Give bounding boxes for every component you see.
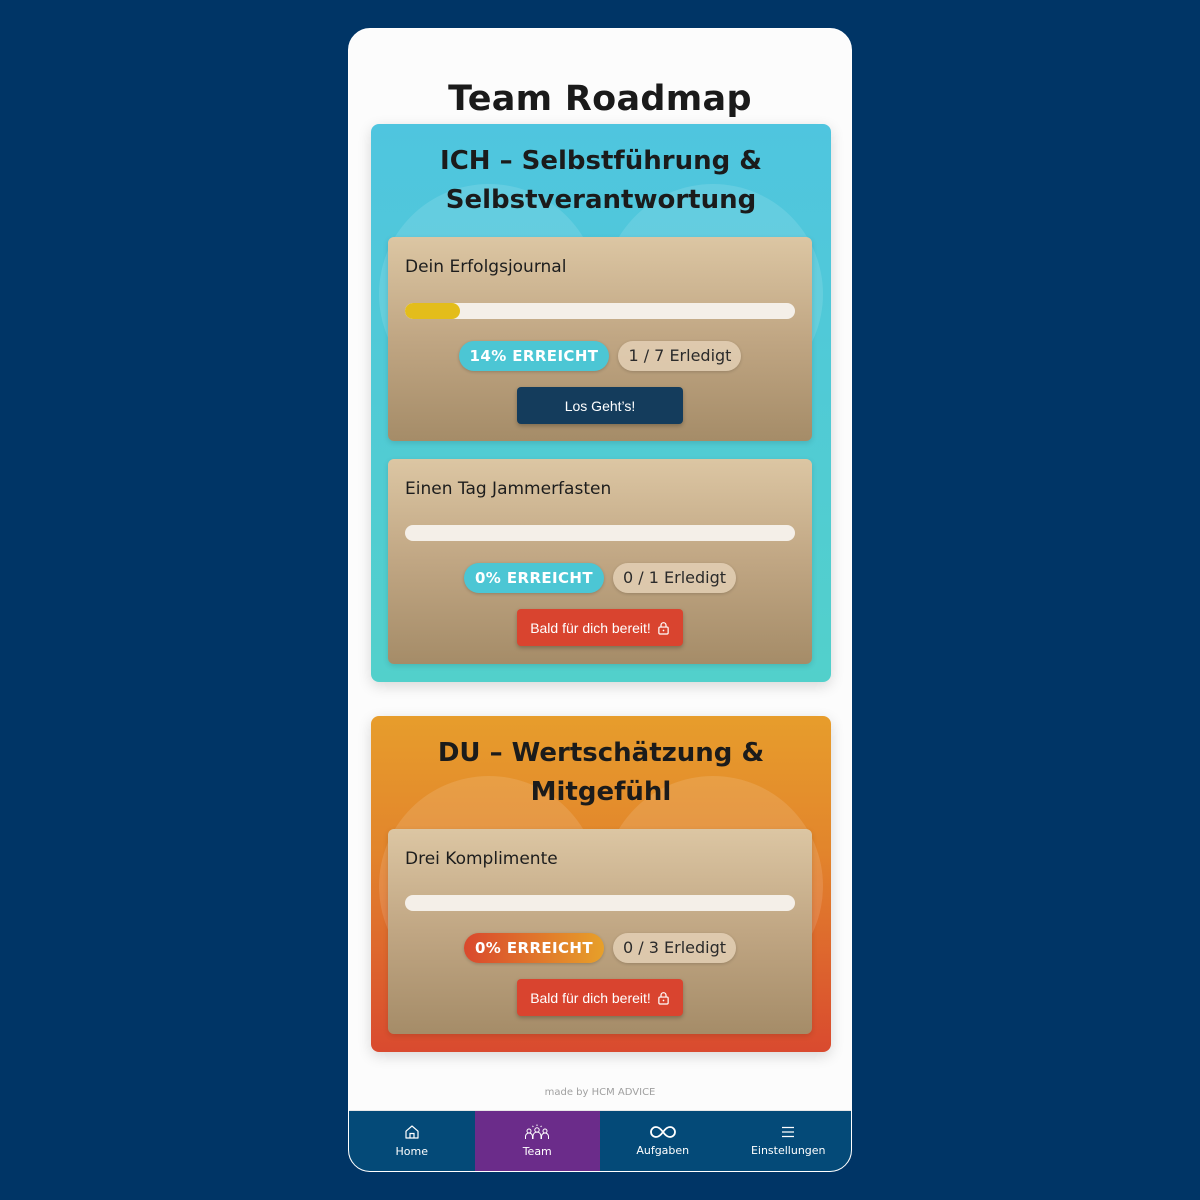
section-ich: ICH – Selbstführung & Selbstverantwortun…	[371, 124, 831, 682]
count-badge: 1 / 7 Erledigt	[618, 341, 742, 371]
locked-button[interactable]: Bald für dich bereit!	[517, 609, 683, 646]
nav-label: Einstellungen	[750, 1144, 826, 1157]
task-card-jammerfasten: Einen Tag Jammerfasten 0% ERREICHT 0 / 1…	[388, 459, 812, 664]
progress-bar	[405, 895, 795, 911]
nav-tab-einstellungen[interactable]: Einstellungen	[726, 1111, 852, 1171]
card-stats: 0% ERREICHT 0 / 3 Erledigt	[388, 933, 812, 963]
progress-fill	[405, 303, 460, 319]
locked-button[interactable]: Bald für dich bereit!	[517, 979, 683, 1016]
card-stats: 14% ERREICHT 1 / 7 Erledigt	[388, 341, 812, 371]
card-stats: 0% ERREICHT 0 / 1 Erledigt	[388, 563, 812, 593]
card-title: Drei Komplimente	[405, 849, 558, 869]
button-label: Bald für dich bereit!	[530, 989, 651, 1006]
team-icon	[525, 1124, 550, 1139]
infinity-icon	[649, 1126, 676, 1138]
nav-label: Team	[522, 1145, 552, 1158]
nav-label: Home	[395, 1145, 428, 1158]
count-badge: 0 / 3 Erledigt	[613, 933, 737, 963]
nav-label: Aufgaben	[636, 1144, 690, 1157]
card-title: Einen Tag Jammerfasten	[405, 479, 612, 499]
app-screen: Team Roadmap ICH – Selbstführung & Selbs…	[348, 28, 852, 1172]
button-label: Bald für dich bereit!	[530, 619, 651, 636]
section-title: DU – Wertschätzung & Mitgefühl	[437, 738, 765, 807]
count-badge: 0 / 1 Erledigt	[613, 563, 737, 593]
button-label: Los Geht’s!	[564, 397, 636, 414]
lock-icon	[658, 991, 669, 1005]
lock-icon	[658, 621, 669, 635]
progress-bar	[405, 525, 795, 541]
menu-icon	[782, 1126, 795, 1138]
home-icon	[405, 1125, 419, 1139]
task-card-erfolgsjournal: Dein Erfolgsjournal 14% ERREICHT 1 / 7 E…	[388, 237, 812, 441]
footer-credit: made by HCM ADVICE	[544, 1087, 656, 1098]
bottom-nav: Home Team Aufgaben Einstellung	[349, 1110, 851, 1171]
page-title: Team Roadmap	[448, 79, 752, 119]
percent-badge: 14% ERREICHT	[458, 341, 610, 371]
percent-badge: 0% ERREICHT	[463, 563, 605, 593]
percent-badge: 0% ERREICHT	[463, 933, 605, 963]
nav-tab-team[interactable]: Team	[474, 1111, 600, 1171]
nav-tab-aufgaben[interactable]: Aufgaben	[600, 1111, 726, 1171]
task-card-komplimente: Drei Komplimente 0% ERREICHT 0 / 3 Erled…	[388, 829, 812, 1034]
nav-tab-home[interactable]: Home	[349, 1111, 475, 1171]
section-title: ICH – Selbstführung & Selbstverantwortun…	[440, 146, 762, 215]
section-du: DU – Wertschätzung & Mitgefühl Drei Komp…	[371, 716, 831, 1052]
card-title: Dein Erfolgsjournal	[405, 257, 567, 277]
progress-bar	[405, 303, 795, 319]
start-button[interactable]: Los Geht’s!	[517, 387, 683, 424]
